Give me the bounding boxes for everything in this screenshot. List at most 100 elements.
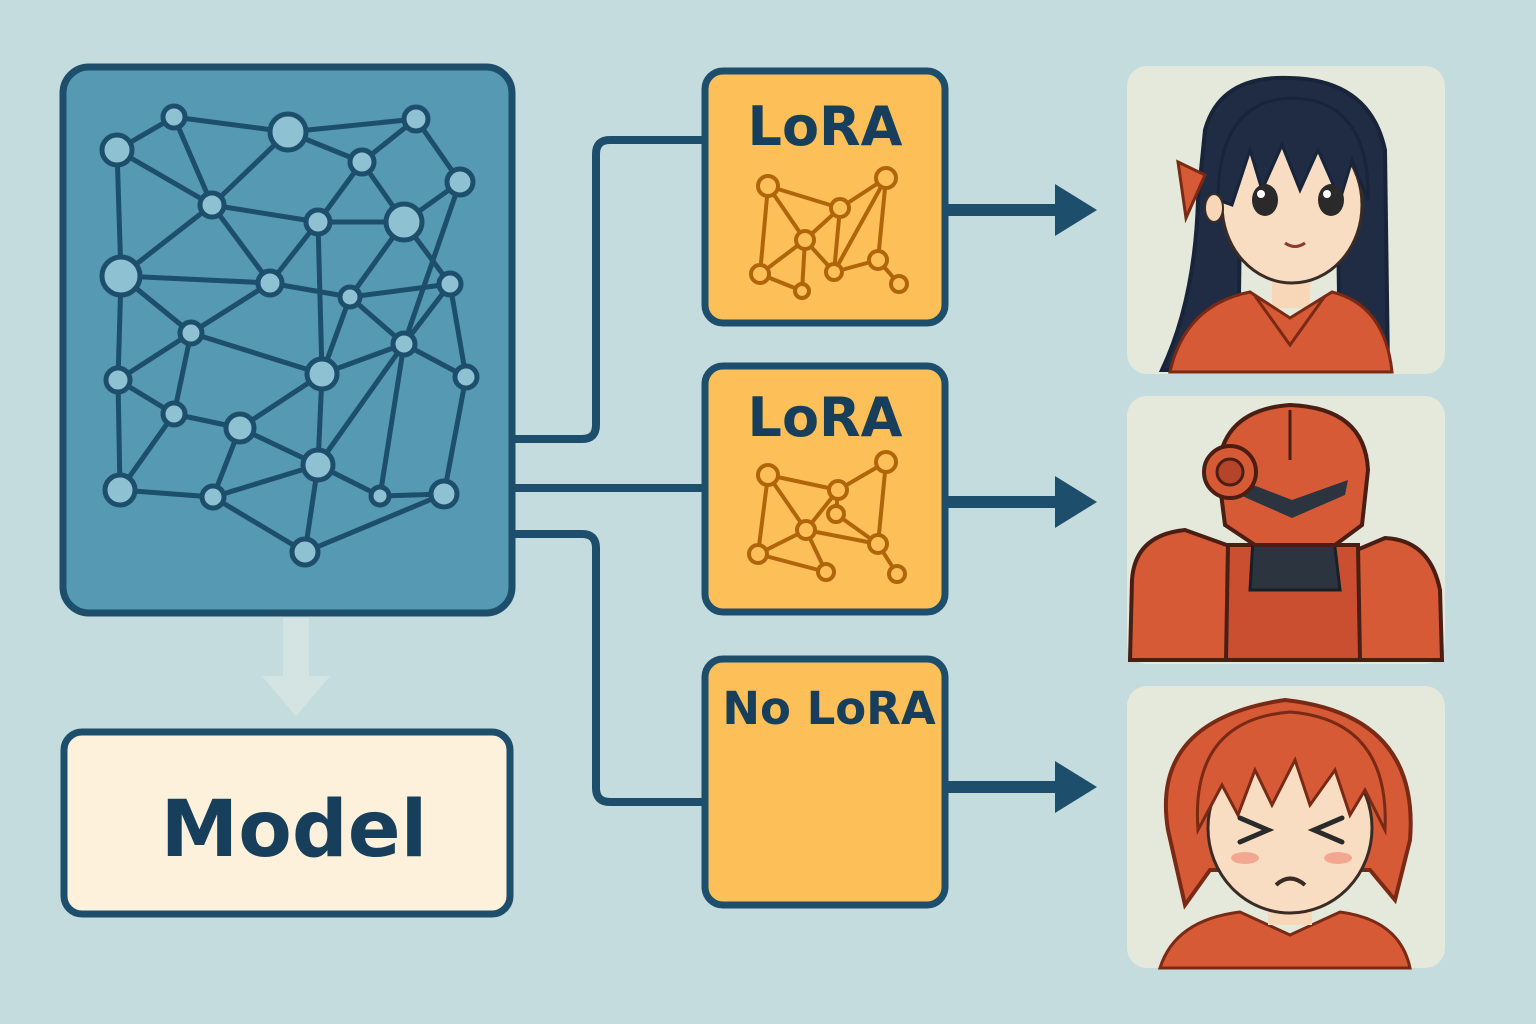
lora-network-icon [747,450,907,584]
network-edge [447,283,469,378]
output-arrow-1 [945,184,1097,236]
network-edge [287,116,417,135]
output-arrow-3 [945,761,1097,813]
output-panel-3 [1127,686,1445,970]
network-node [223,411,257,445]
network-node [887,564,907,584]
network-node [160,103,188,131]
network-node [826,504,846,524]
network-edge [115,147,214,208]
network-edge [115,379,123,491]
network-node [749,263,771,285]
network-node [867,249,889,271]
network-node [816,562,836,582]
lora-label-1: LoRA [748,95,903,158]
network-edge [756,474,770,555]
network-edge [876,177,888,261]
network-edge [441,376,469,495]
network-node [99,132,135,168]
network-node [300,447,336,483]
network-node [197,190,227,220]
anime-boy-squinting-icon [1157,697,1413,970]
network-edge [120,273,271,286]
network-edge [171,332,194,415]
network-edge [401,181,463,345]
network-node [793,282,811,300]
lora-nodes [749,166,909,300]
network-edge [876,461,888,545]
lora-nodes [747,450,907,584]
network-edge [805,528,879,546]
output-panel-2 [1127,396,1445,664]
anime-girl-dark-hair-icon [1158,75,1394,374]
network-node [829,197,851,219]
lora-label-2: LoRA [748,386,903,449]
network-node [874,166,898,190]
network-node [867,533,889,555]
network-node [289,536,321,568]
network-edge [832,177,888,273]
output-arrow-2 [945,476,1097,528]
base-network-panel [59,63,516,617]
model-label: Model [161,785,428,875]
network-edge [211,202,319,225]
network-edge [767,184,841,210]
network-node [794,229,816,251]
network-node [824,262,844,282]
network-node [889,274,909,294]
network-node [347,147,377,177]
network-node [452,363,480,391]
network-edge [377,343,407,497]
network-node [337,284,363,310]
no-lora-box: No LoRA [701,655,949,909]
network-node [304,356,340,392]
network-edge [211,494,307,555]
network-node [267,111,309,153]
network-edge [304,491,445,555]
network-node [368,484,392,508]
network-node [756,463,780,487]
network-node [756,174,780,198]
network-node [177,319,205,347]
network-edge [171,116,215,206]
model-box: Model [60,728,514,918]
network-node [390,330,418,358]
branch-connectors [512,136,706,806]
output-arrows [945,184,1097,813]
lora-box-2: LoRA [701,362,949,616]
network-node [199,483,227,511]
output-panel-1 [1127,66,1445,374]
network-edge [212,462,319,500]
network-node [436,270,464,298]
network-node [103,365,133,395]
network-node [827,479,849,501]
network-nodes [99,103,480,568]
network-edge [315,221,325,375]
network-to-model-arrow [262,618,330,716]
network-node [444,166,476,198]
network-edge [315,342,407,467]
network-node [747,543,769,565]
network-node [160,400,188,428]
network-edge [190,330,323,377]
no-lora-label: No LoRA [722,682,935,735]
orange-robot-icon [1127,402,1445,662]
network-node [255,268,285,298]
network-edge [189,280,272,336]
network-edge [758,185,770,275]
lora-network-icon [749,166,909,300]
lora-box-1: LoRA [701,67,949,327]
network-node [383,201,425,243]
network-node [428,478,460,510]
network-node [102,472,138,508]
network-edge [209,203,273,285]
network-node [99,254,143,298]
network-node [401,104,431,134]
network-node [795,519,817,541]
network-edge [349,281,451,300]
network-edge [757,552,827,574]
network-node [874,450,898,474]
network-node [303,207,333,237]
